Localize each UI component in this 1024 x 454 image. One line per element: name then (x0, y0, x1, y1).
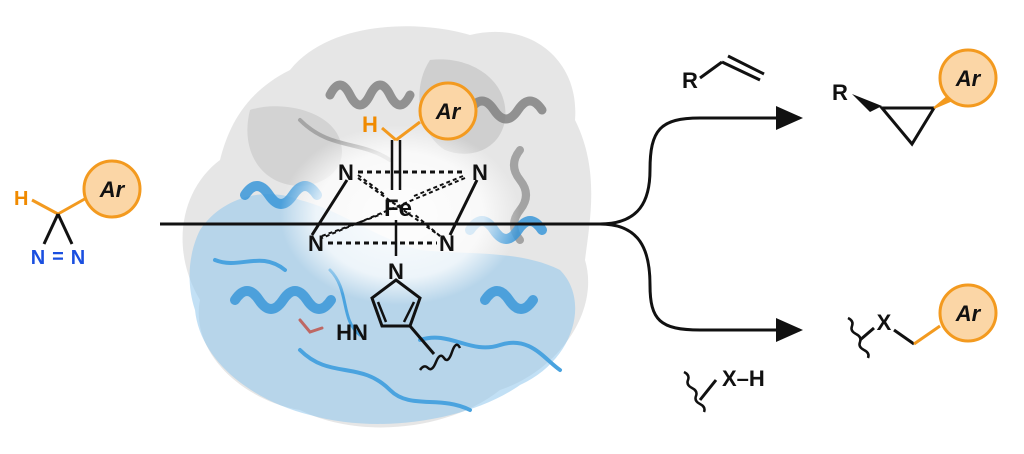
insertion-x-label: X (877, 310, 892, 335)
axial-n-label: N (388, 259, 404, 284)
heme-n-bottom-left: N (308, 231, 324, 256)
xh-label: X–H (722, 366, 765, 391)
diazirine-n1: N (31, 247, 45, 269)
cyclopropane-ar-label: Ar (955, 66, 982, 91)
cyclopropane-ar-circle (938, 48, 998, 108)
diazirine-ar-circle (82, 159, 142, 219)
diazirine-eq: = (52, 246, 64, 268)
arrow-to-insertion (599, 222, 803, 342)
heme-glow (280, 125, 520, 305)
cyclopropane-product: R Ar (832, 48, 998, 147)
iron-carbene-structure: H Ar N N N N Fe N HN (308, 81, 488, 371)
wavy-bond-icon (418, 343, 462, 371)
wavy-bond-icon (847, 316, 870, 359)
heme-n-top-left: N (338, 160, 354, 185)
heme-n-top-right: N (472, 160, 488, 185)
diazirine-n2: N (71, 247, 85, 269)
diazirine-ar: Ar (99, 177, 126, 202)
insertion-ar-circle (938, 283, 998, 343)
cyclopropane-r-label: R (832, 80, 848, 105)
insertion-product: X Ar (847, 283, 998, 359)
insertion-ar-label: Ar (955, 301, 982, 326)
wavy-bond-icon (683, 370, 706, 413)
carbene-h: H (362, 112, 378, 137)
heme-n-bottom-right: N (439, 231, 455, 256)
xh-reagent: X–H (683, 366, 765, 413)
alkene-r-label: R (682, 68, 698, 93)
iron-label: Fe (384, 195, 412, 222)
arrow-to-cyclopropane (599, 106, 803, 226)
carbene-ar-circle (418, 81, 478, 141)
reaction-arrows (160, 106, 803, 342)
histidine-hn-label: HN (336, 320, 368, 345)
alkene-reagent: R (682, 54, 765, 93)
carbene-ar: Ar (435, 99, 462, 124)
diazirine-structure: H Ar N = N (14, 159, 142, 269)
diazirine-h: H (14, 188, 28, 210)
